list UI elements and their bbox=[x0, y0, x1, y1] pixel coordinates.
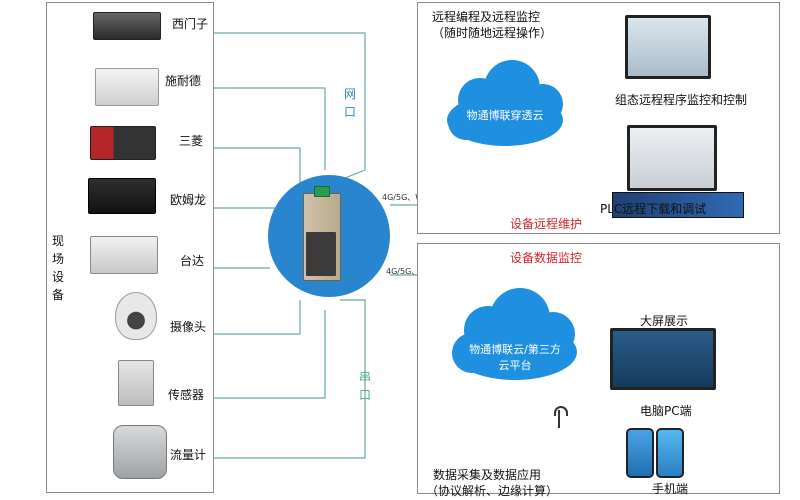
siemens-device-image bbox=[93, 12, 161, 40]
remote-panel-title: 远程编程及远程监控 bbox=[432, 10, 541, 24]
remote-panel-footer: 设备远程维护 bbox=[510, 217, 583, 231]
camera-device-image bbox=[115, 292, 157, 340]
scada-monitor-image bbox=[625, 15, 711, 79]
data-panel-footer-line1: 数据采集及数据应用 bbox=[433, 468, 542, 482]
data-item-bigscreen: 大屏展示 bbox=[640, 314, 689, 328]
device-label-delta: 台达 bbox=[180, 254, 205, 268]
gateway-front-panel bbox=[306, 232, 336, 276]
remote-item-plc: PLC远程下载和调试 bbox=[600, 202, 707, 216]
data-cloud-label: 物通博联云/第三方云平台 bbox=[469, 343, 561, 372]
antenna-icon bbox=[552, 406, 568, 428]
serial-port-label: 串口 bbox=[358, 370, 371, 402]
phone-image-right bbox=[656, 428, 684, 478]
remote-cloud-label: 物通博联穿透云 bbox=[466, 109, 544, 122]
device-label-sensor: 传感器 bbox=[168, 388, 205, 402]
network-port-label: 网口 bbox=[343, 87, 356, 119]
schneider-device-image bbox=[95, 68, 159, 106]
phone-image-left bbox=[626, 428, 654, 478]
data-item-pc: 电脑PC端 bbox=[640, 404, 692, 418]
mitsubishi-device-image bbox=[90, 126, 156, 160]
plc-device-strip bbox=[612, 192, 744, 218]
device-label-omron: 欧姆龙 bbox=[170, 193, 207, 207]
device-label-camera: 摄像头 bbox=[170, 320, 207, 334]
device-label-flowmeter: 流量计 bbox=[170, 448, 207, 462]
data-panel-header: 设备数据监控 bbox=[510, 251, 583, 265]
delta-device-image bbox=[90, 236, 158, 274]
plc-monitor-image bbox=[627, 125, 717, 191]
device-label-schneider: 施耐德 bbox=[165, 74, 202, 88]
flowmeter-device-image bbox=[113, 425, 167, 479]
remote-panel-subtitle: （随时随地远程操作） bbox=[432, 26, 553, 40]
device-label-mitsubishi: 三菱 bbox=[179, 134, 204, 148]
sensor-device-image bbox=[118, 360, 154, 406]
data-panel-footer-line2: （协议解析、边缘计算） bbox=[426, 484, 559, 498]
omron-device-image bbox=[88, 178, 156, 214]
device-label-siemens: 西门子 bbox=[172, 17, 209, 31]
remote-item-scada: 组态远程程序监控和控制 bbox=[615, 93, 748, 107]
gateway-antenna-connector bbox=[314, 186, 330, 197]
field-devices-label: 现场设备 bbox=[51, 234, 64, 302]
data-item-mobile: 手机端 bbox=[652, 482, 689, 496]
bigscreen-monitor-image bbox=[610, 328, 716, 390]
